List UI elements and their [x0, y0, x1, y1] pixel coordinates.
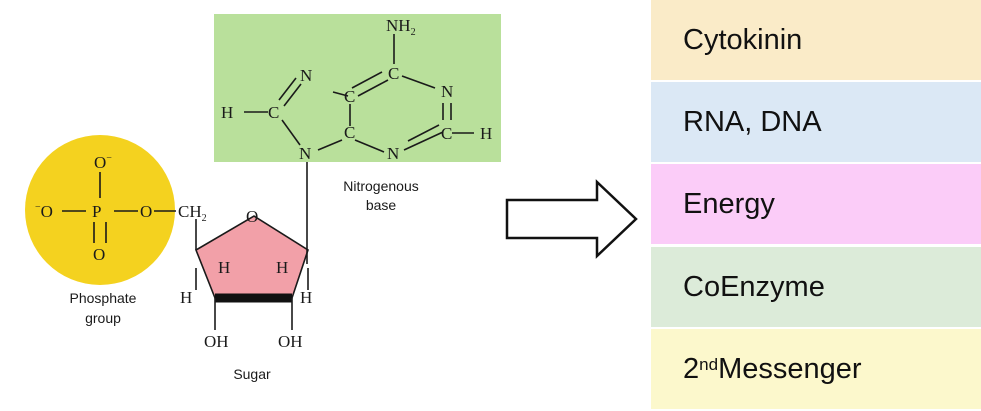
function-label: CoEnzyme [683, 270, 825, 303]
base-carbon-5: C [344, 87, 355, 106]
function-label: Cytokinin [683, 23, 803, 56]
sugar-hydrogen-1: H [218, 258, 230, 277]
methylene-label: CH2 [178, 202, 207, 224]
function-label-superscript: nd [699, 355, 719, 374]
phosphate-bonds [62, 172, 197, 250]
amino-group-label: NH2 [386, 16, 416, 38]
base-bonds [244, 34, 474, 264]
function-row: RNA, DNA [651, 82, 981, 164]
sugar-caption: Sugar [233, 366, 271, 382]
sugar-hydrogen-2: H [276, 258, 288, 277]
base-carbon-4: C [344, 123, 355, 142]
base-nitrogen-7: N [300, 66, 312, 85]
phosphate-caption-line1: Phosphate [70, 290, 137, 306]
nitrogenous-base-caption-line1: Nitrogenous [343, 178, 419, 194]
base-nitrogen-3: N [387, 144, 399, 163]
base-hydrogen-left: H [221, 103, 233, 122]
phosphate-caption-line2: group [85, 310, 121, 326]
right-arrow-icon [505, 179, 638, 259]
sugar-ring [195, 215, 309, 299]
function-row: Cytokinin [651, 0, 981, 82]
sugar-bonds [195, 268, 309, 330]
phosphate-highlight [25, 135, 175, 285]
base-nitrogen-1: N [441, 82, 453, 101]
phosphorus-label: P [92, 202, 101, 221]
function-label: 2 [683, 352, 700, 385]
base-carbon-2: C [441, 124, 452, 143]
sugar-hydroxyl-1: OH [204, 332, 229, 351]
phosphate-oxygen-top: O− [94, 153, 112, 172]
base-nitrogen-9: N [299, 144, 311, 163]
phosphate-oxygen-right: O [140, 202, 152, 221]
sugar-hydroxyl-2: OH [278, 332, 303, 351]
base-carbon-6: C [388, 64, 399, 83]
nitrogenous-base-highlight [214, 14, 501, 162]
sugar-hydrogen-4: H [300, 288, 312, 307]
sugar-ring-oxygen: O [246, 207, 258, 226]
nitrogenous-base-caption-line2: base [366, 197, 397, 213]
base-carbon-8: C [268, 103, 279, 122]
function-label: Energy [683, 187, 775, 220]
function-row: Energy [651, 164, 981, 246]
phosphate-oxygen-bottom: O [93, 245, 105, 264]
function-label-rest: Messenger [718, 352, 862, 385]
phosphate-oxygen-left: −O [35, 202, 53, 221]
base-hydrogen-right: H [480, 124, 492, 143]
function-row: CoEnzyme [651, 247, 981, 329]
function-label: RNA, DNA [683, 105, 822, 138]
sugar-hydrogen-3: H [180, 288, 192, 307]
